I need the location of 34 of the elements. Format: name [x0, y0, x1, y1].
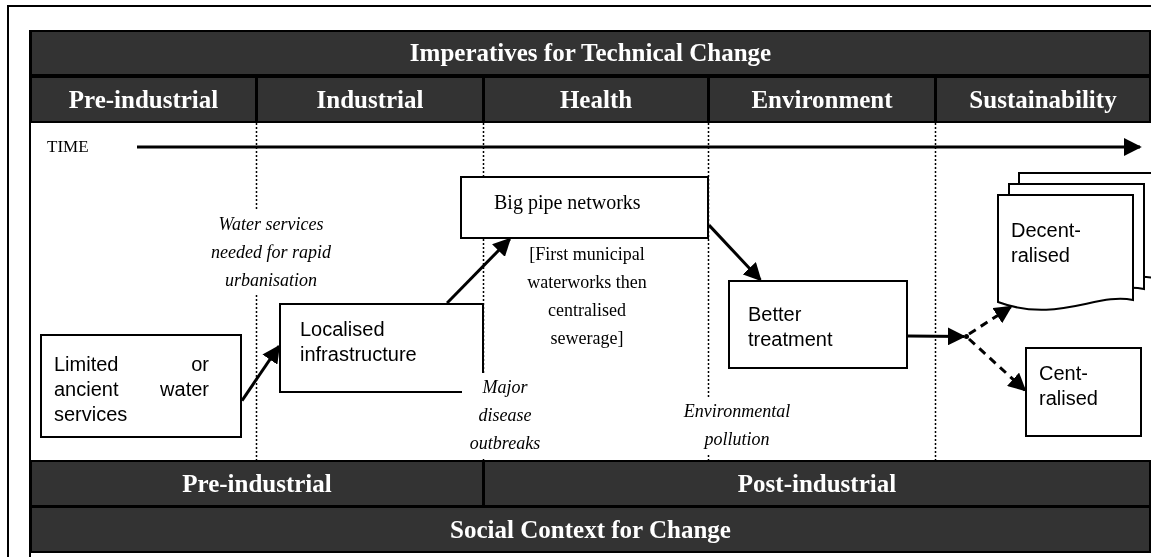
context-band: [483, 460, 1151, 507]
band-label: Industrial: [316, 85, 424, 114]
header-band: [30, 30, 1151, 76]
arrow: [908, 327, 966, 346]
column-header: [708, 76, 936, 123]
context-band: [30, 460, 484, 507]
process-box: [728, 280, 908, 369]
band-label: Post-industrial: [737, 469, 897, 498]
column-header: [483, 76, 709, 123]
process-box: [1025, 347, 1142, 437]
band-label: Health: [559, 85, 633, 114]
footer-band: [30, 506, 1151, 553]
column-header: [935, 76, 1151, 123]
node-label: Better treatment: [748, 302, 834, 352]
node-label: Decent-ralised: [1011, 218, 1083, 268]
column-header: [30, 76, 257, 123]
process-box: [460, 176, 709, 239]
band-label: Pre-industrial: [182, 469, 332, 498]
process-box: [40, 334, 242, 438]
arrow: [446, 237, 512, 305]
column-header: [256, 76, 484, 123]
arrow: [968, 337, 1027, 392]
arrow: [968, 305, 1013, 336]
band-label: Sustainability: [969, 85, 1117, 114]
node-label: Big pipe networks: [494, 190, 642, 215]
junction-dot: [964, 334, 969, 339]
node-label: Limited or ancient water services: [54, 352, 209, 427]
node-label: Cent-ralised: [1039, 361, 1099, 411]
band-label: Environment: [751, 85, 893, 114]
process-box: [279, 303, 484, 393]
band-label: Imperatives for Technical Change: [409, 39, 772, 67]
node-label: Localised infrastructure: [300, 317, 418, 367]
band-label: Pre-industrial: [68, 85, 219, 114]
band-label: Social Context for Change: [450, 515, 731, 544]
